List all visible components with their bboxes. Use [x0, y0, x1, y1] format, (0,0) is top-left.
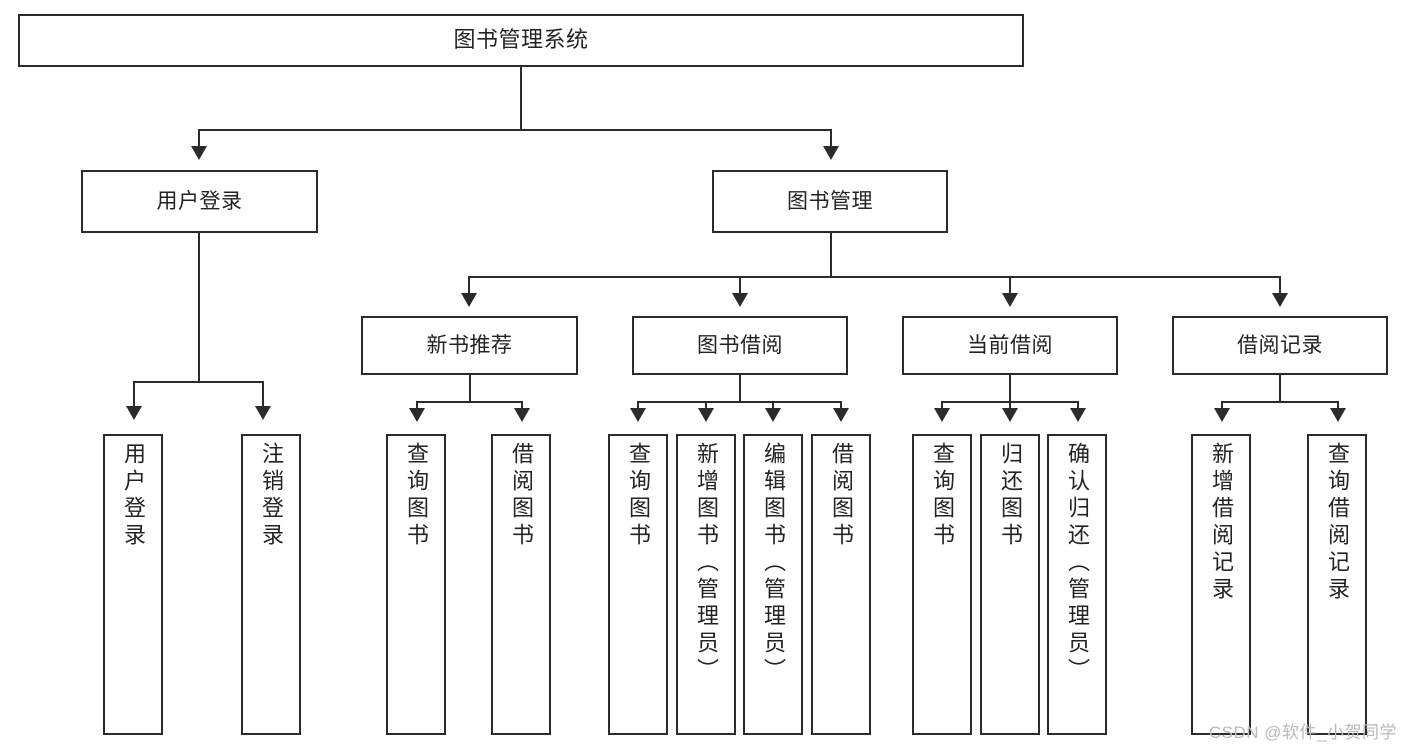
leaf-new-book-borrow[interactable]: 借阅图书: [491, 434, 551, 735]
node-label: 确认归还（管理员）: [1065, 442, 1090, 685]
node-label: 图书管理: [787, 189, 873, 213]
connector-new-book-bus: [416, 401, 523, 403]
arrowhead-book-borrow-leaf-4: [833, 408, 849, 422]
leaf-confirm-return-admin[interactable]: 确认归还（管理员）: [1047, 434, 1107, 735]
connector-root-drop-right: [830, 129, 832, 147]
connector-borrow-record-bus: [1221, 401, 1339, 403]
connector-current-borrow-drop-1: [941, 401, 943, 409]
connector-borrow-record-drop-2: [1337, 401, 1339, 409]
node-label: 归还图书: [998, 442, 1023, 550]
leaf-new-book-query[interactable]: 查询图书: [386, 434, 446, 735]
node-root-system[interactable]: 图书管理系统: [18, 14, 1024, 67]
leaf-add-book-admin[interactable]: 新增图书（管理员）: [676, 434, 736, 735]
arrowhead-book-borrow-leaf-1: [630, 408, 646, 422]
node-label: 借阅图书: [829, 442, 854, 550]
connector-user-login-bus: [133, 381, 264, 383]
node-user-login[interactable]: 用户登录: [81, 170, 318, 233]
leaf-borrow-book[interactable]: 借阅图书: [811, 434, 871, 735]
node-label: 查询借阅记录: [1325, 442, 1350, 604]
connector-borrow-record-drop-1: [1221, 401, 1223, 409]
node-label: 查询图书: [626, 442, 651, 550]
leaf-query-borrow-record[interactable]: 查询借阅记录: [1307, 434, 1367, 735]
node-label: 用户登录: [156, 189, 243, 213]
leaf-current-query-book[interactable]: 查询图书: [912, 434, 972, 735]
leaf-borrow-query-book[interactable]: 查询图书: [608, 434, 668, 735]
arrowhead-to-book-manage: [823, 146, 839, 160]
connector-book-manage-drop-2: [739, 276, 741, 294]
connector-current-borrow-stem: [1009, 375, 1011, 403]
leaf-logout[interactable]: 注销登录: [241, 434, 301, 735]
connector-book-borrow-stem: [739, 375, 741, 403]
connector-root-stem: [520, 67, 522, 130]
connector-new-book-drop-1: [416, 401, 418, 409]
leaf-user-login[interactable]: 用户登录: [103, 434, 163, 735]
arrowhead-new-book-leaf-2: [514, 408, 530, 422]
connector-book-manage-stem: [830, 233, 832, 278]
node-label: 图书管理系统: [453, 27, 589, 53]
node-label: 新书推荐: [426, 333, 513, 357]
arrowhead-book-borrow-leaf-2: [698, 408, 714, 422]
arrowhead-to-new-book: [461, 293, 477, 307]
node-book-borrow[interactable]: 图书借阅: [632, 316, 848, 375]
node-label: 当前借阅: [967, 333, 1053, 357]
node-current-borrow[interactable]: 当前借阅: [902, 316, 1118, 375]
connector-book-manage-bus: [468, 276, 1280, 278]
connector-book-borrow-drop-1: [637, 401, 639, 409]
connector-book-manage-drop-3: [1009, 276, 1011, 294]
node-borrow-record[interactable]: 借阅记录: [1172, 316, 1388, 375]
node-label: 借阅图书: [509, 442, 534, 550]
node-label: 图书借阅: [697, 333, 783, 357]
arrowhead-current-borrow-leaf-2: [1002, 408, 1018, 422]
connector-book-borrow-drop-3: [772, 401, 774, 409]
arrowhead-current-borrow-leaf-1: [934, 408, 950, 422]
arrowhead-borrow-record-leaf-2: [1330, 408, 1346, 422]
connector-root-bus: [198, 129, 832, 131]
arrowhead-to-current-borrow: [1002, 293, 1018, 307]
node-label: 用户登录: [121, 442, 146, 550]
arrowhead-to-borrow-record: [1272, 293, 1288, 307]
connector-user-login-drop-1: [133, 381, 135, 407]
connector-root-drop-left: [198, 129, 200, 147]
node-label: 注销登录: [259, 442, 284, 550]
node-label: 查询图书: [404, 442, 429, 550]
arrowhead-to-user-login: [191, 146, 207, 160]
arrowhead-user-login-leaf-2: [255, 406, 271, 420]
connector-user-login-stem: [198, 233, 200, 383]
node-label: 新增图书（管理员）: [694, 442, 719, 685]
node-label: 编辑图书（管理员）: [761, 442, 786, 685]
arrowhead-new-book-leaf-1: [409, 408, 425, 422]
connector-borrow-record-stem: [1279, 375, 1281, 403]
arrowhead-borrow-record-leaf-1: [1214, 408, 1230, 422]
connector-book-borrow-drop-2: [705, 401, 707, 409]
arrowhead-user-login-leaf-1: [126, 406, 142, 420]
node-new-book-recommend[interactable]: 新书推荐: [361, 316, 578, 375]
node-label: 借阅记录: [1237, 333, 1323, 357]
connector-current-borrow-drop-2: [1009, 401, 1011, 409]
node-label: 新增借阅记录: [1209, 442, 1234, 604]
connector-new-book-drop-2: [521, 401, 523, 409]
node-label: 查询图书: [930, 442, 955, 550]
arrowhead-book-borrow-leaf-3: [765, 408, 781, 422]
leaf-return-book[interactable]: 归还图书: [980, 434, 1040, 735]
connector-book-manage-drop-4: [1279, 276, 1281, 294]
leaf-edit-book-admin[interactable]: 编辑图书（管理员）: [743, 434, 803, 735]
connector-new-book-stem: [469, 375, 471, 403]
arrowhead-to-book-borrow: [732, 293, 748, 307]
arrowhead-current-borrow-leaf-3: [1070, 408, 1086, 422]
connector-book-borrow-bus: [637, 401, 842, 403]
connector-book-manage-drop-1: [468, 276, 470, 294]
connector-user-login-drop-2: [262, 381, 264, 407]
connector-book-borrow-drop-4: [840, 401, 842, 409]
connector-current-borrow-drop-3: [1077, 401, 1079, 409]
node-book-management[interactable]: 图书管理: [712, 170, 948, 233]
leaf-add-borrow-record[interactable]: 新增借阅记录: [1191, 434, 1251, 735]
